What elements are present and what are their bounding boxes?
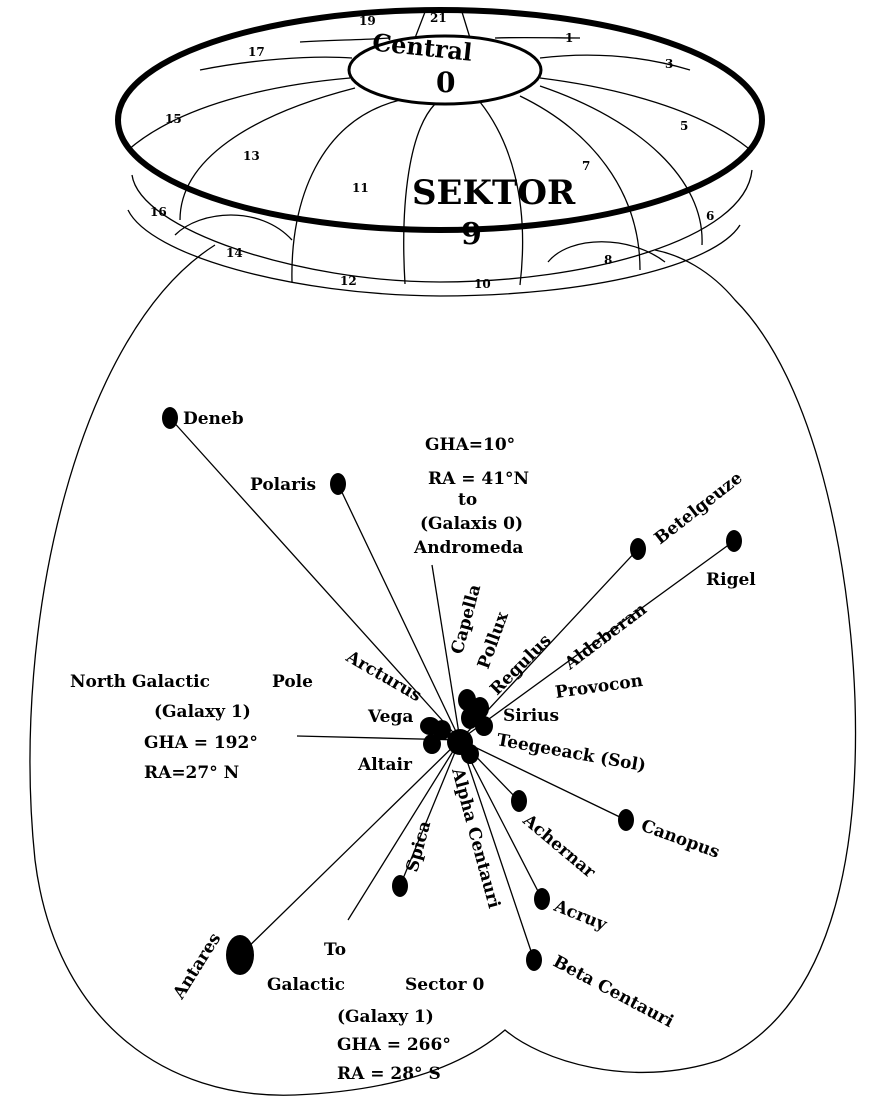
star-dot-alpha-centauri xyxy=(461,744,479,764)
star-label-deneb: Deneb xyxy=(183,409,244,429)
star-dot-beta-centauri xyxy=(526,949,542,971)
star-label-polaris: Polaris xyxy=(250,475,316,495)
star-dot-spica xyxy=(392,875,408,897)
sector-num: 12 xyxy=(340,274,357,288)
ngp-title: North Galactic xyxy=(70,672,210,692)
sector-num: 7 xyxy=(582,159,590,173)
star-dot-deneb xyxy=(162,407,178,429)
sector-num: 13 xyxy=(243,149,260,163)
star-dot-arcturus xyxy=(433,720,451,740)
galaxy-outline xyxy=(29,244,857,1096)
sector-num: 3 xyxy=(665,57,673,71)
andromeda-direction: GHA=10° RA = 41°N to (Galaxis 0) Androme… xyxy=(413,435,529,558)
star-dots xyxy=(162,407,742,975)
star-label-sol: Teegeeack (Sol) xyxy=(495,730,647,776)
star-dot-polaris xyxy=(330,473,346,495)
star-dot-regulus xyxy=(461,707,479,729)
gs0-gha: GHA = 266° xyxy=(337,1035,451,1055)
gs0-ra: RA = 28° S xyxy=(337,1064,441,1084)
sector-num: 15 xyxy=(165,112,182,126)
star-label-achernar: Achernar xyxy=(518,810,600,883)
star-dot-achernar xyxy=(511,790,527,812)
star-label-provocon: Provocon xyxy=(554,671,644,703)
sector-num: 19 xyxy=(359,14,376,28)
star-dot-antares xyxy=(226,935,254,975)
star-label-antares: Antares xyxy=(169,929,226,1003)
star-label-altair: Altair xyxy=(357,755,413,775)
ngp-gha: GHA = 192° xyxy=(144,733,258,753)
star-label-spica: Spica xyxy=(403,819,436,874)
andromeda-name: Andromeda xyxy=(413,538,523,558)
star-label-canopus: Canopus xyxy=(638,816,722,863)
sector-num: 1 xyxy=(565,31,573,45)
star-dot-betelgeuze xyxy=(630,538,646,560)
star-dot-altair xyxy=(423,734,441,754)
star-label-rigel: Rigel xyxy=(706,570,756,590)
star-label-aldeberan: Aldeberan xyxy=(560,599,651,674)
sektor-label: SEKTOR xyxy=(412,173,576,213)
star-label-sirius: Sirius xyxy=(503,706,559,726)
star-label-capella: Capella xyxy=(448,582,486,656)
andromeda-ra: RA = 41°N xyxy=(428,469,529,489)
north-galactic-pole-direction: North Galactic Pole (Galaxy 1) GHA = 192… xyxy=(70,672,313,783)
andromeda-gha: GHA=10° xyxy=(425,435,515,455)
sector-num: 6 xyxy=(706,209,714,223)
andromeda-to: to xyxy=(458,490,477,510)
sektor-number: 9 xyxy=(461,217,482,252)
star-dot-acruy xyxy=(534,888,550,910)
star-label-pollux: Pollux xyxy=(474,609,513,672)
gs0-to: To xyxy=(324,940,346,960)
sector-dome xyxy=(115,7,765,297)
gs0-sector: Sector 0 xyxy=(405,975,485,995)
star-rays xyxy=(169,417,735,961)
sector-num: 5 xyxy=(680,119,688,133)
andromeda-galaxis: (Galaxis 0) xyxy=(420,514,523,534)
ngp-galaxy: (Galaxy 1) xyxy=(154,702,251,722)
gs0-galactic: Galactic xyxy=(267,975,345,995)
star-dot-canopus xyxy=(618,809,634,831)
sector-num: 8 xyxy=(604,253,612,267)
ngp-ra: RA=27° N xyxy=(144,763,239,783)
gs0-galaxy: (Galaxy 1) xyxy=(337,1007,434,1027)
galactic-sector-zero-direction: To Galactic Sector 0 (Galaxy 1) GHA = 26… xyxy=(267,940,485,1084)
central-number: 0 xyxy=(436,66,455,99)
sector-num: 16 xyxy=(150,205,167,219)
star-label-acruy: Acruy xyxy=(550,896,610,936)
sector-num: 14 xyxy=(226,246,243,260)
star-label-vega: Vega xyxy=(367,707,413,727)
ngp-pole: Pole xyxy=(272,672,313,692)
sector-num: 21 xyxy=(430,11,447,25)
star-dot-sirius xyxy=(475,716,493,736)
sector-num: 17 xyxy=(248,45,265,59)
star-dot-rigel xyxy=(726,530,742,552)
star-label-beta-centauri: Beta Centauri xyxy=(550,952,678,1033)
sector-num: 10 xyxy=(474,277,491,291)
sector-num: 11 xyxy=(352,181,369,195)
